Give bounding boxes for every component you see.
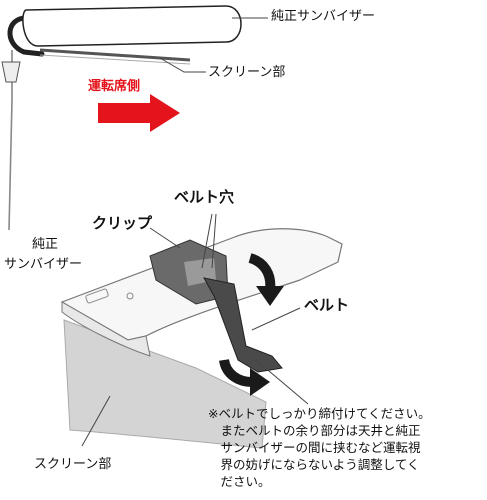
top-side-view xyxy=(1,5,268,231)
belt-strap xyxy=(203,277,283,373)
hinge-bracket xyxy=(1,61,21,83)
label-bottom-screen: スクリーン部 xyxy=(34,457,112,472)
top-screen-plate xyxy=(39,48,191,62)
top-visor-body xyxy=(22,5,242,47)
note-line-3: サンバイザーの間に挟むなど運転視 xyxy=(208,440,421,455)
rotate-arrow-upper-head xyxy=(256,286,284,306)
visor-clip-hook xyxy=(7,15,45,57)
label-driver-seat: 運転席側 xyxy=(88,79,141,94)
leader-bottom-screen xyxy=(81,395,111,447)
label-top-screen: スクリーン部 xyxy=(208,65,286,80)
visor-slot xyxy=(85,288,109,304)
bottom-visor-front xyxy=(61,301,151,357)
bottom-screen-panel xyxy=(63,319,267,449)
note-line-2: またベルトの余り部分は天井と純正 xyxy=(208,423,421,438)
leader-note xyxy=(255,359,309,405)
label-belt-hole: ベルト穴 xyxy=(174,188,235,206)
driver-side-arrow-icon xyxy=(98,94,180,132)
note-line-5: ださい。 xyxy=(208,474,271,489)
label-visor-line1: 純正 xyxy=(32,237,59,252)
installation-note: ※ベルトでしっかり締付けてください。 またベルトの余り部分は天井と純正 サンバイ… xyxy=(208,405,431,490)
top-screen-plate-edge xyxy=(39,54,191,65)
label-top-visor: 純正サンバイザー xyxy=(271,9,376,24)
label-visor-line2: サンバイザー xyxy=(4,257,83,272)
leader-belt xyxy=(251,307,301,331)
label-clip: クリップ xyxy=(92,214,153,232)
leader-belt-hole xyxy=(201,213,217,269)
leader-clip xyxy=(149,227,181,249)
note-line-4: 界の妨げにならないよう調整してく xyxy=(208,457,420,472)
rotate-arrow-lower-head xyxy=(250,368,270,396)
rotate-arrow-lower-icon xyxy=(219,358,253,387)
leader-top-screen xyxy=(159,57,206,73)
note-line-1: ※ベルトでしっかり締付けてください。 xyxy=(208,406,431,421)
bottom-iso-view xyxy=(60,213,343,449)
label-belt: ベルト xyxy=(304,296,350,314)
visor-screw xyxy=(126,292,134,300)
